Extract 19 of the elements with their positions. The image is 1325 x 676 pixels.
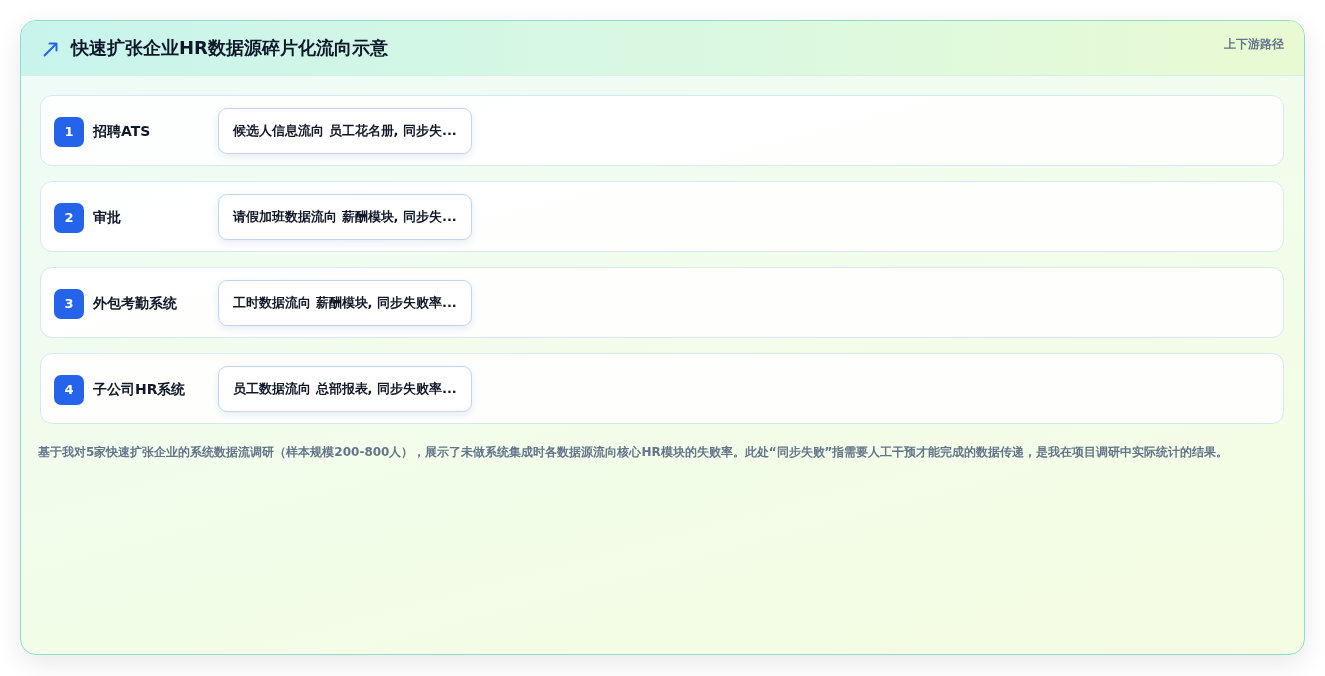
caption: 基于我对5家快速扩张企业的系统数据流调研（样本规模200-800人），展示了未做系统集成时各数据源流向核心HR模块的失败率。此处“同步失败”指需要人工干预才能完成的数据传递，是我在项目调研中实际统计的结果。 bbox=[38, 444, 1230, 461]
number-badge: 1 bbox=[54, 117, 84, 147]
row-card bbox=[40, 95, 1284, 166]
source-name: 外包考勤系统 bbox=[93, 294, 177, 313]
label: 上下游路径 bbox=[1224, 36, 1284, 52]
row-card bbox=[40, 181, 1284, 252]
flow-tag: 工时数据流向 薪酬模块, 同步失败率... bbox=[218, 280, 472, 326]
number-badge: 2 bbox=[54, 203, 84, 233]
flow-tag: 请假加班数据流向 薪酬模块, 同步失... bbox=[218, 194, 472, 240]
source-name: 审批 bbox=[93, 208, 121, 227]
flow-tag: 员工数据流向 总部报表, 同步失败率... bbox=[218, 366, 472, 412]
row-card bbox=[40, 267, 1284, 338]
row-card bbox=[40, 353, 1284, 424]
number-badge: 3 bbox=[54, 289, 84, 319]
title: 快速扩张企业HR数据源碎片化流向示意 bbox=[71, 36, 388, 60]
flow-tag: 候选人信息流向 员工花名册, 同步失... bbox=[218, 108, 472, 154]
source-name: 子公司HR系统 bbox=[93, 380, 186, 399]
number-badge: 4 bbox=[54, 375, 84, 405]
source-name: 招聘ATS bbox=[93, 122, 151, 141]
